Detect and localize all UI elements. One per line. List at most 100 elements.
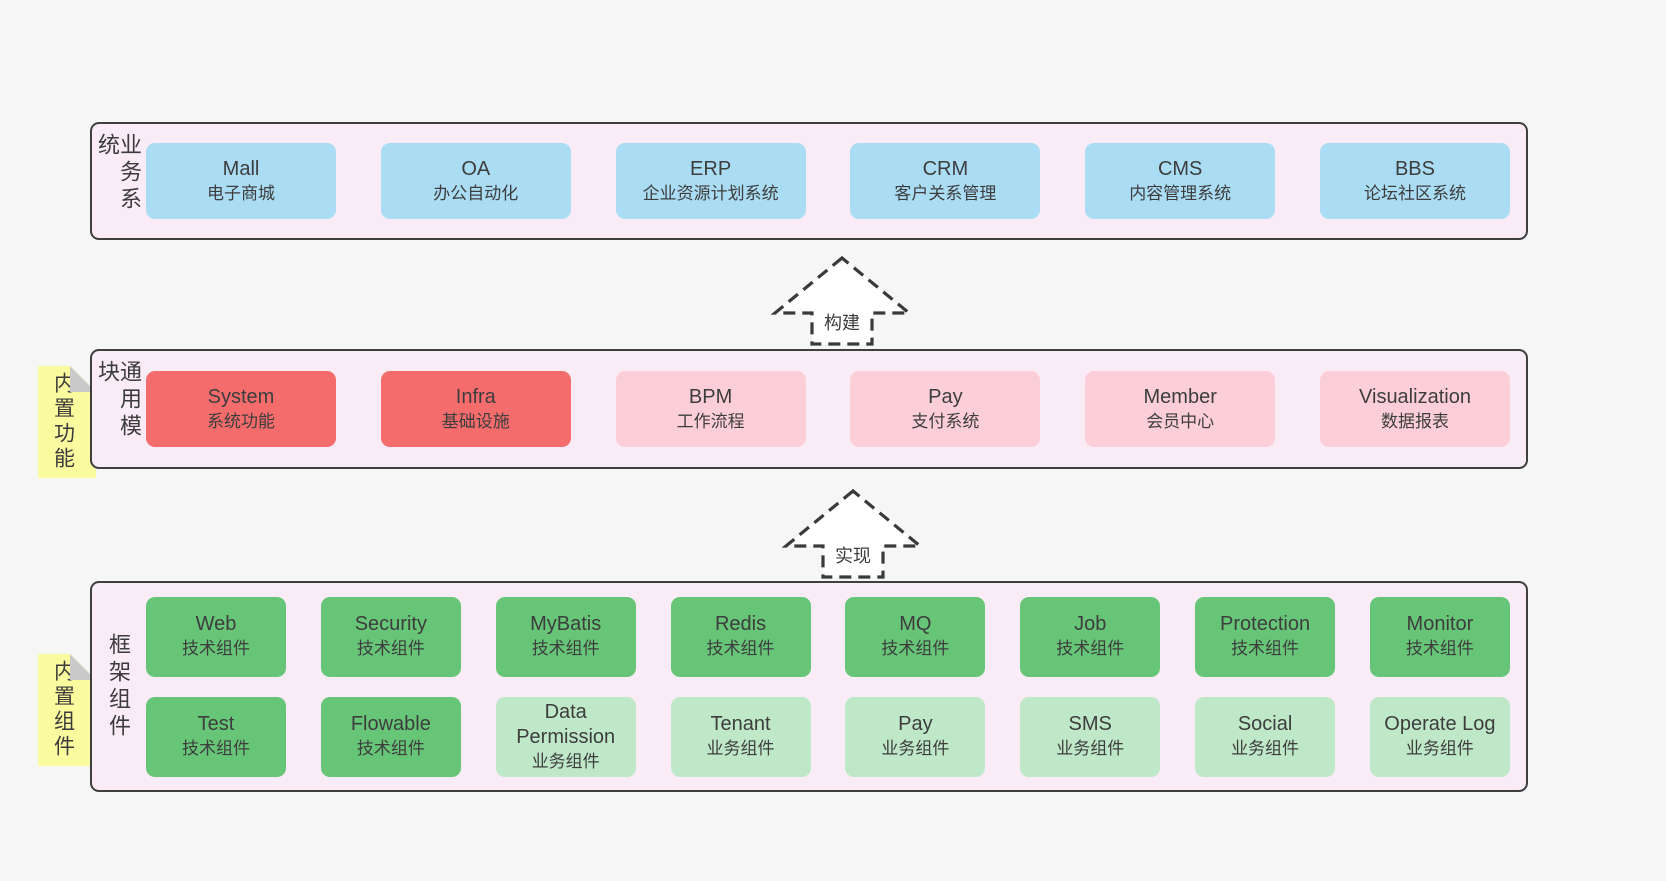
up-arrow-icon: [781, 488, 925, 579]
box-title: Operate Log: [1384, 713, 1496, 735]
box-title: Pay: [928, 385, 963, 408]
box-subtitle: 业务组件: [1056, 739, 1125, 758]
box-security: Security 技术组件: [320, 596, 461, 677]
box-title: Data Permission: [516, 700, 616, 748]
build-arrow: 构建: [767, 255, 917, 347]
box-sms: SMS 业务组件: [1020, 696, 1161, 777]
box-subtitle: 业务组件: [531, 751, 600, 771]
box-cms: CMS 内容管理系统: [1085, 143, 1276, 219]
box-pay-component: Pay 业务组件: [845, 696, 986, 777]
box-subtitle: 内容管理系统: [1129, 183, 1232, 203]
box-subtitle: 技术组件: [881, 639, 950, 658]
box-subtitle: 业务组件: [881, 739, 950, 758]
box-title: Flowable: [350, 713, 431, 735]
box-title: CMS: [1157, 157, 1203, 180]
box-title: Job: [1074, 613, 1107, 635]
layer-label-column: 通用模块: [92, 351, 144, 467]
box-redis: Redis 技术组件: [670, 596, 811, 677]
box-title: Test: [197, 713, 235, 735]
box-subtitle: 技术组件: [356, 639, 425, 658]
box-title: ERP: [690, 157, 732, 180]
box-member: Member 会员中心: [1085, 371, 1276, 447]
common-modules-layer: 通用模块 System 系统功能 Infra 基础设施 BPM 工作流程 Pay…: [90, 349, 1528, 469]
layer-label-column: 框架组件: [92, 583, 144, 790]
box-operate-log: Operate Log 业务组件: [1369, 696, 1510, 777]
box-title: Visualization: [1359, 385, 1471, 408]
box-subtitle: 工作流程: [676, 411, 745, 431]
box-title: Member: [1143, 385, 1217, 408]
box-data-permission: Data Permission 业务组件: [495, 696, 636, 777]
layer-label-column: 业务系统: [92, 124, 144, 238]
box-subtitle: 支付系统: [911, 411, 980, 431]
box-subtitle: 业务组件: [1405, 739, 1474, 758]
box-title: Security: [354, 613, 427, 635]
box-title: Web: [195, 613, 237, 635]
box-mybatis: MyBatis 技术组件: [495, 596, 636, 677]
box-subtitle: 办公自动化: [433, 183, 519, 203]
implement-arrow-label: 实现: [835, 546, 871, 566]
box-subtitle: 技术组件: [182, 739, 250, 758]
box-title: Mall: [222, 157, 260, 180]
implement-arrow: 实现: [778, 488, 928, 580]
components-row-1: Web 技术组件 Security 技术组件 MyBatis 技术组件 Redi…: [146, 596, 1510, 677]
box-web: Web 技术组件: [146, 596, 286, 677]
built-in-components-tag-label: 内置组件: [51, 660, 75, 760]
box-title: SMS: [1068, 713, 1112, 735]
box-bpm: BPM 工作流程: [615, 371, 806, 447]
box-protection: Protection 技术组件: [1195, 596, 1336, 677]
box-title: Redis: [714, 613, 767, 635]
box-title: CRM: [922, 157, 969, 180]
box-subtitle: 技术组件: [706, 639, 775, 658]
box-subtitle: 业务组件: [706, 739, 775, 758]
business-systems-box-row: Mall 电子商城 OA 办公自动化 ERP 企业资源计划系统 CRM 客户关系…: [144, 124, 1526, 238]
box-title: BBS: [1394, 157, 1435, 180]
box-mq: MQ 技术组件: [845, 596, 986, 677]
box-subtitle: 技术组件: [356, 739, 425, 758]
box-subtitle: 业务组件: [1231, 739, 1300, 758]
box-subtitle: 电子商城: [207, 183, 275, 203]
box-monitor: Monitor 技术组件: [1369, 596, 1510, 677]
common-modules-box-row: System 系统功能 Infra 基础设施 BPM 工作流程 Pay 支付系统…: [144, 351, 1526, 467]
box-subtitle: 论坛社区系统: [1363, 183, 1466, 203]
box-title: BPM: [688, 385, 733, 408]
business-systems-layer: 业务系统 Mall 电子商城 OA 办公自动化 ERP 企业资源计划系统 CRM…: [90, 122, 1528, 240]
box-title: MyBatis: [530, 613, 602, 635]
box-social: Social 业务组件: [1195, 696, 1336, 777]
built-in-components-tag: 内置组件: [38, 654, 96, 766]
framework-components-layer: 框架组件 Web 技术组件 Security 技术组件 MyBatis 技术组件…: [90, 581, 1528, 792]
box-bbs: BBS 论坛社区系统: [1319, 143, 1510, 219]
box-title: OA: [461, 157, 491, 180]
up-arrow-icon: [770, 255, 914, 346]
box-mall: Mall 电子商城: [146, 143, 336, 219]
box-subtitle: 基础设施: [441, 411, 510, 431]
box-title: System: [207, 385, 275, 408]
box-title: Infra: [455, 385, 496, 408]
box-subtitle: 企业资源计划系统: [642, 183, 779, 203]
built-in-features-tag: 内置功能: [38, 366, 96, 478]
box-subtitle: 技术组件: [531, 639, 600, 658]
box-oa: OA 办公自动化: [380, 143, 571, 219]
box-infra: Infra 基础设施: [380, 371, 571, 447]
box-subtitle: 技术组件: [1056, 639, 1125, 658]
box-subtitle: 系统功能: [207, 411, 275, 431]
box-title: Tenant: [710, 713, 771, 735]
box-title: Pay: [898, 713, 933, 735]
box-subtitle: 会员中心: [1146, 411, 1215, 431]
box-pay: Pay 支付系统: [850, 371, 1041, 447]
built-in-features-tag-label: 内置功能: [51, 372, 75, 472]
common-modules-label: 通用模块: [95, 360, 142, 441]
box-flowable: Flowable 技术组件: [320, 696, 461, 777]
box-test: Test 技术组件: [146, 696, 286, 777]
business-systems-label: 业务系统: [95, 133, 142, 214]
box-tenant: Tenant 业务组件: [670, 696, 811, 777]
framework-components-rows: Web 技术组件 Security 技术组件 MyBatis 技术组件 Redi…: [144, 583, 1526, 790]
build-arrow-label: 构建: [824, 313, 860, 333]
box-system: System 系统功能: [146, 371, 336, 447]
box-subtitle: 技术组件: [1231, 639, 1300, 658]
box-subtitle: 数据报表: [1380, 411, 1449, 431]
box-title: MQ: [899, 613, 932, 635]
box-visualization: Visualization 数据报表: [1319, 371, 1510, 447]
box-subtitle: 技术组件: [1405, 639, 1474, 658]
box-crm: CRM 客户关系管理: [850, 143, 1041, 219]
box-title: Monitor: [1406, 613, 1474, 635]
